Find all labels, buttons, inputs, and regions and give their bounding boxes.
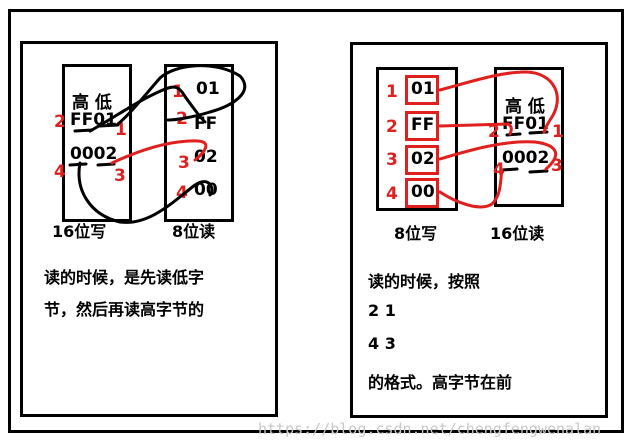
left-connector-1	[116, 64, 247, 126]
left-connector-3	[110, 139, 208, 165]
left-pair-label-2: 2	[54, 112, 66, 132]
right-description-line-3: 4 3	[368, 334, 396, 353]
left-8bit-cell-1: 01	[196, 79, 220, 99]
right-8bit-label-4: 4	[386, 184, 398, 204]
left-description-line-1: 读的时候，是先读低字	[44, 268, 205, 287]
right-description-line-2: 2 1	[368, 301, 396, 320]
right-connector-2	[438, 122, 513, 136]
right-panel	[350, 42, 608, 418]
right-8bit-cell-2: FF	[411, 115, 435, 135]
right-connector-3	[438, 140, 558, 171]
right-8bit-cell-1: 01	[411, 79, 435, 99]
left-16bit-box	[62, 64, 132, 222]
right-underline-00	[500, 167, 519, 172]
right-8bit-cell-box-1	[405, 75, 439, 105]
left-8bit-label-3: 3	[178, 153, 190, 173]
left-8bit-cell-3: 02	[194, 147, 218, 167]
right-description-line-1: 读的时候，按照	[368, 272, 481, 291]
right-16bit-header: 高 低	[505, 97, 545, 117]
right-pair-label-4: 4	[493, 160, 505, 180]
left-8bit-label-4: 4	[176, 183, 188, 203]
right-8bit-box	[376, 67, 458, 211]
right-8bit-cell-3: 02	[411, 149, 435, 169]
right-underline-02	[528, 169, 549, 174]
right-8bit-label-3: 3	[386, 150, 398, 170]
right-pair-label-2: 2	[488, 122, 500, 142]
right-16bit-box	[494, 67, 564, 207]
left-underline-00	[68, 162, 88, 167]
left-pair-label-3: 3	[114, 166, 126, 186]
left-8bit-cell-2: FF	[194, 114, 218, 134]
outer-frame	[8, 9, 624, 433]
right-16bit-row1: FF01	[502, 114, 549, 134]
right-connector-1	[438, 70, 559, 134]
right-connector-4	[438, 168, 504, 209]
left-connector-2	[88, 85, 207, 133]
right-caption-16bit: 16位读	[490, 224, 545, 243]
right-8bit-cell-4: 00	[411, 182, 435, 202]
left-panel	[20, 41, 278, 417]
right-8bit-cell-box-4	[405, 178, 439, 208]
left-connector-4	[77, 161, 214, 224]
left-8bit-label-1: 1	[172, 82, 184, 102]
left-pair-label-4: 4	[54, 162, 66, 182]
right-8bit-label-1: 1	[386, 82, 398, 102]
right-description-line-4: 的格式。高字节在前	[368, 373, 513, 392]
left-caption-8bit: 8位读	[172, 222, 216, 241]
left-caption-16bit: 16位写	[52, 222, 107, 241]
right-8bit-label-2: 2	[386, 117, 398, 137]
right-pair-label-1: 1	[552, 122, 564, 142]
watermark: https://blog.csdn.net/chengfengwenalan	[258, 420, 602, 438]
right-caption-8bit: 8位写	[394, 224, 438, 243]
left-description-line-2: 节，然后再读高字节的	[44, 300, 205, 319]
left-16bit-row2: 0002	[70, 144, 118, 164]
left-16bit-header: 高 低	[72, 93, 112, 113]
right-8bit-cell-box-2	[405, 111, 439, 141]
left-pair-label-1: 1	[115, 120, 127, 140]
right-8bit-cell-box-3	[405, 145, 439, 175]
right-16bit-row2: 0002	[502, 148, 550, 168]
left-underline-01	[98, 123, 120, 128]
right-pair-label-3: 3	[551, 156, 563, 176]
